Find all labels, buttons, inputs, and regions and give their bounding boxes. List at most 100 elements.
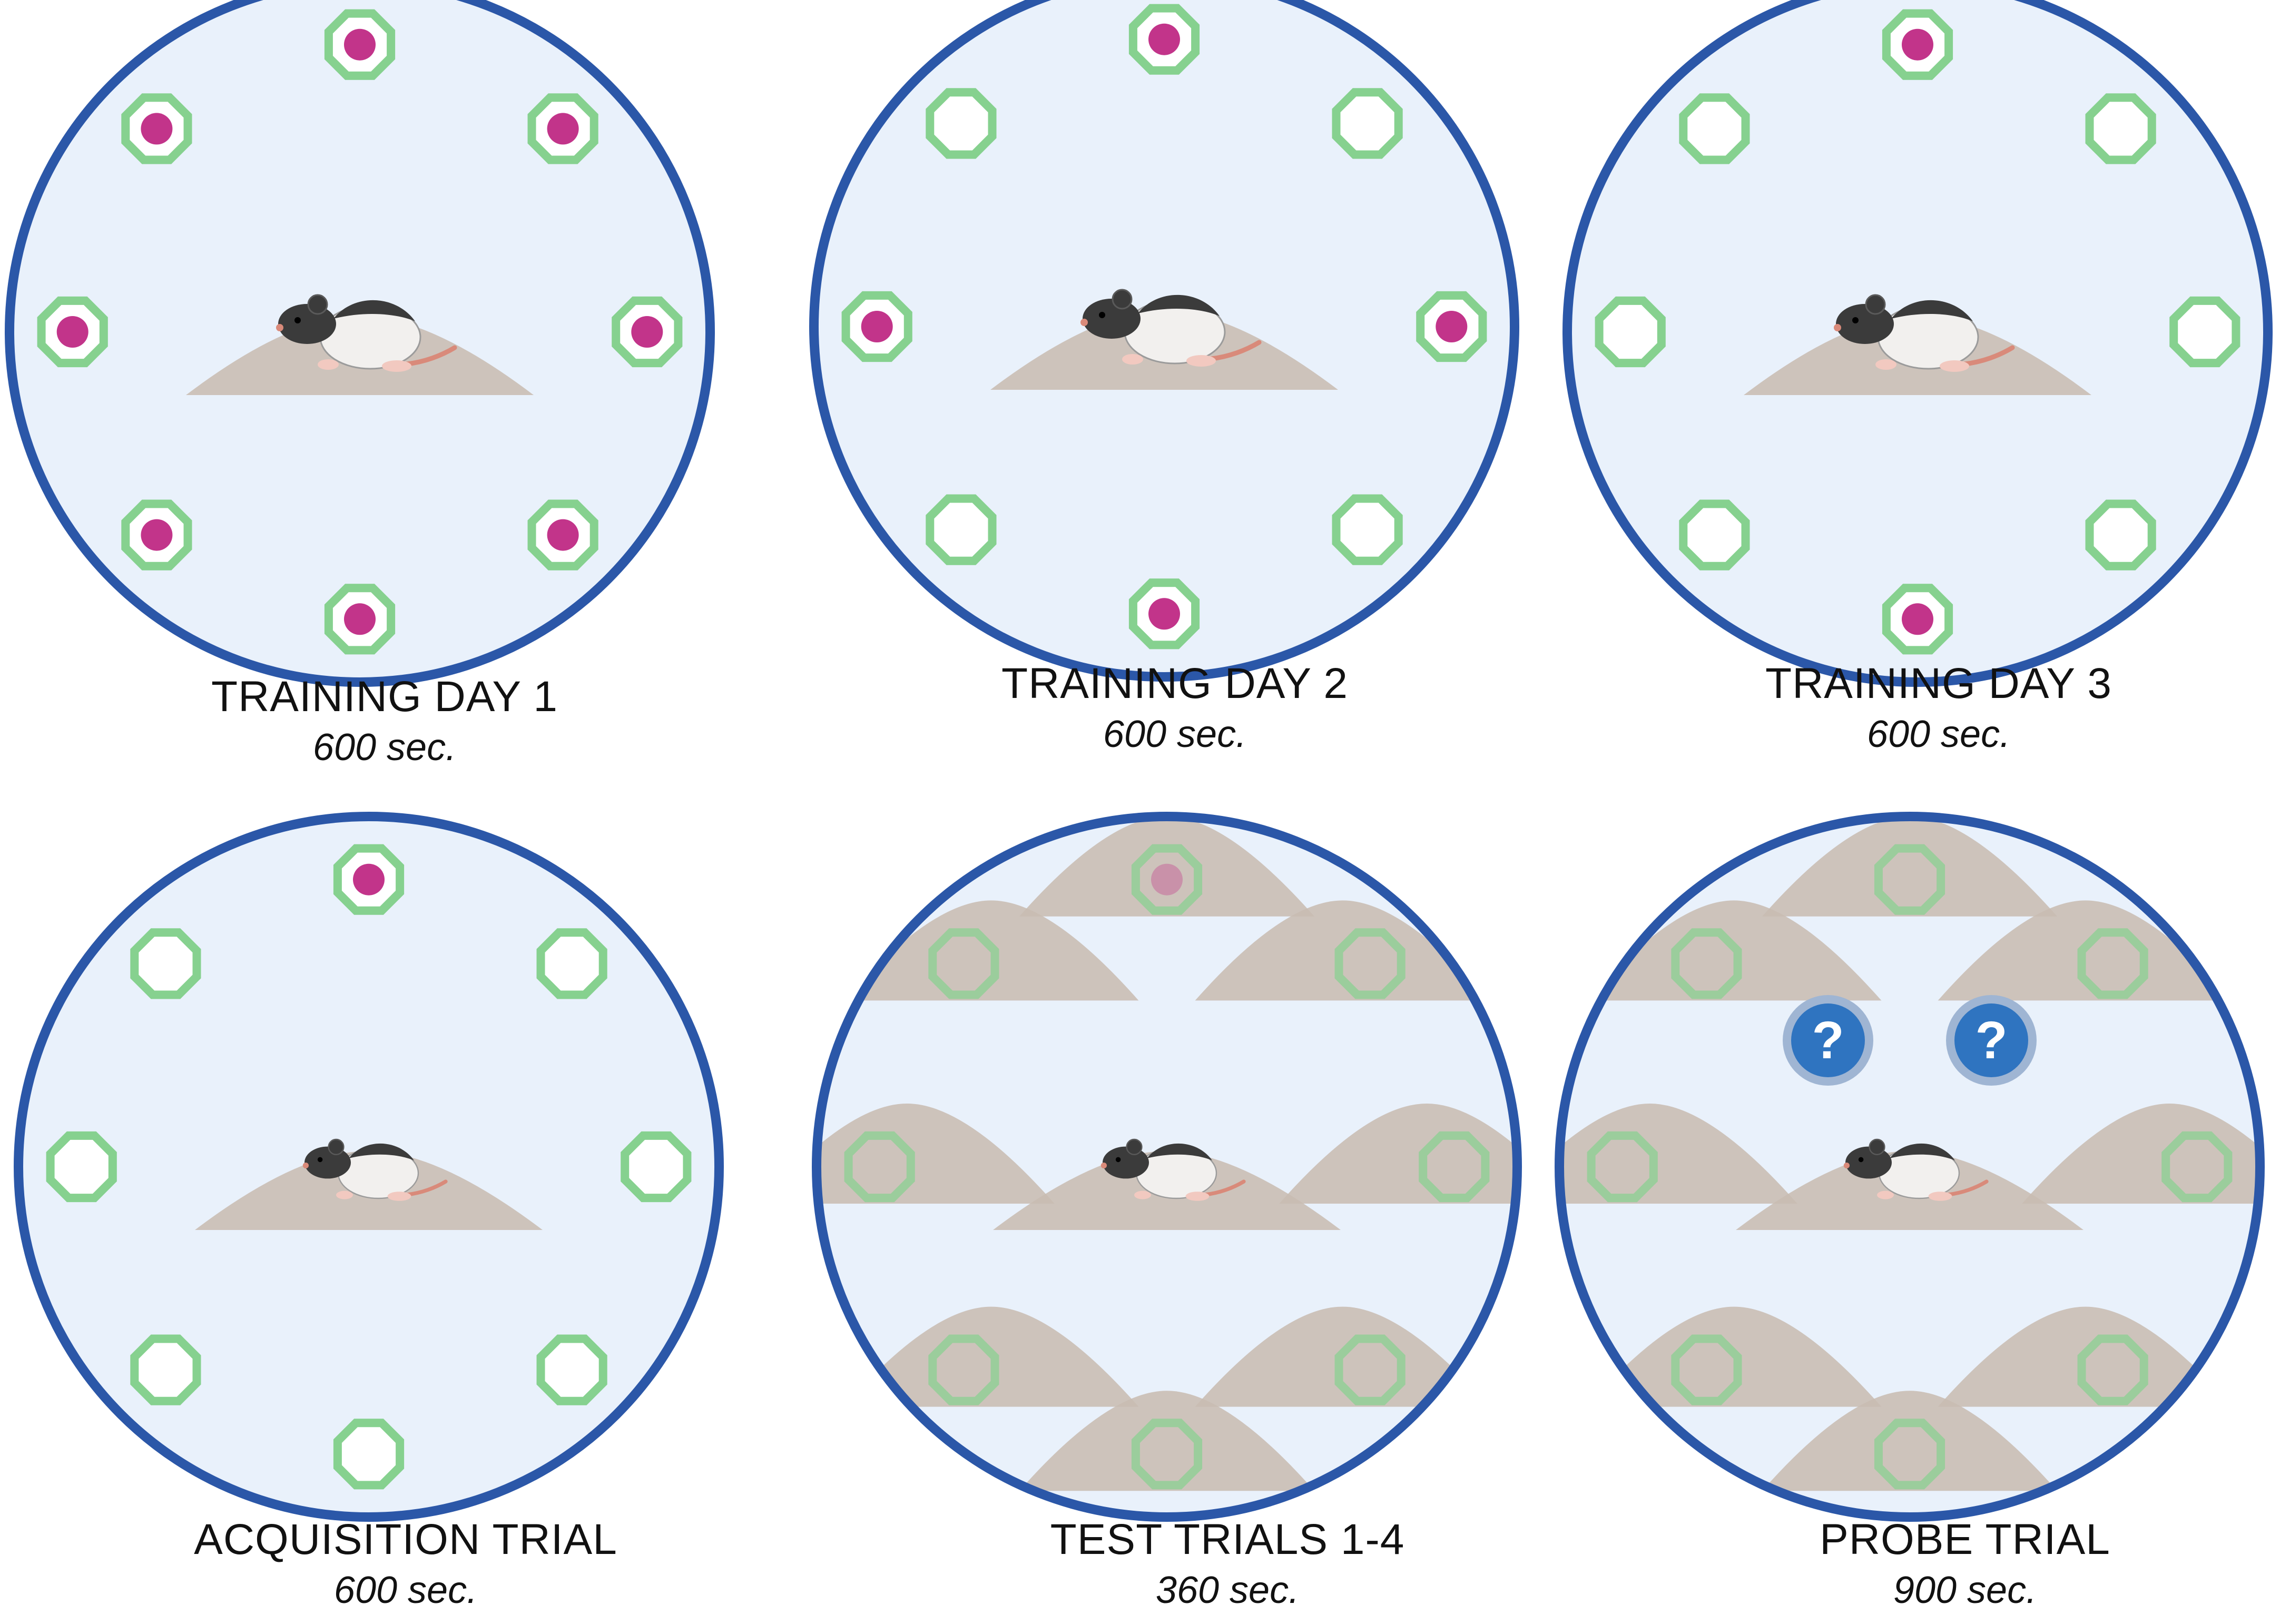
bait-dot-icon [547, 519, 579, 551]
octagon-well-icon [2085, 499, 2156, 570]
sand-mound-icon [1019, 1391, 1314, 1491]
well-ring [1128, 4, 1200, 75]
bait-dot-icon [631, 316, 663, 348]
rat-paw [336, 1190, 353, 1199]
rat-nose [1834, 324, 1841, 331]
well-inner [2092, 507, 2149, 564]
octagon-well-icon [324, 9, 396, 80]
octagon-well-icon [130, 1334, 201, 1405]
well-ring [121, 93, 192, 164]
bait-dot-icon [1148, 23, 1180, 55]
panel-duration: 360 sec. [1155, 1569, 1300, 1611]
well-ring [2085, 93, 2156, 164]
arena-contents [1595, 9, 2240, 655]
well-ring [2161, 1131, 2233, 1203]
octagon-well-icon [2077, 928, 2148, 999]
octagon-well-icon [1334, 928, 1406, 999]
octagon-well-icon [928, 1334, 999, 1405]
well-ring [2169, 296, 2240, 368]
well-inner [137, 935, 194, 992]
panel-title: TEST TRIALS 1-4 [1050, 1515, 1405, 1563]
octagon-well-icon [333, 1419, 405, 1490]
rat-paw [1875, 359, 1896, 370]
arena-contents [821, 821, 1513, 1491]
octagon-well-icon [130, 928, 201, 999]
bait-dot-icon [861, 311, 893, 342]
panel-title: TRAINING DAY 2 [1001, 660, 1348, 707]
arena-wall [809, 0, 1519, 682]
bait-dot-icon [141, 113, 173, 145]
rat-eye [1858, 1157, 1864, 1163]
bait-dot-icon [547, 113, 579, 145]
octagon-well-icon [1671, 928, 1742, 999]
arena-panel [14, 812, 724, 1522]
well-inner [53, 1138, 110, 1195]
rat-paw [318, 359, 339, 370]
well-ring [926, 494, 997, 565]
octagon-well-icon [536, 1334, 607, 1405]
rat-head [1845, 1146, 1892, 1179]
well-ring [1131, 844, 1203, 915]
well-ring [121, 499, 192, 570]
rat-icon [302, 1138, 448, 1201]
bait-dot-icon [1902, 28, 1933, 61]
sand-mound-icon [1019, 821, 1314, 917]
well-inner [1686, 100, 1743, 157]
well-ring [841, 291, 912, 362]
rat-foot [1186, 355, 1216, 367]
octagon-well-icon [2169, 296, 2240, 368]
octagon-well-icon [121, 93, 192, 164]
panel-label-4: ACQUISITION TRIAL 600 sec. [63, 1514, 748, 1616]
rat-head [304, 1146, 351, 1179]
octagon-well-icon [527, 499, 598, 570]
well-ring [130, 928, 201, 999]
rat-eye [1852, 317, 1859, 323]
octagon-well-icon [621, 1131, 692, 1203]
well-ring [1595, 296, 1666, 368]
well-ring [1874, 844, 1945, 915]
bait-dot-icon [1436, 311, 1468, 342]
well-inner [1686, 507, 1743, 564]
arena-contents [37, 9, 683, 655]
well-ring [926, 88, 997, 159]
well-inner [2092, 100, 2149, 157]
octagon-well-icon [926, 88, 997, 159]
well-inner [340, 1425, 397, 1482]
arena-wall [812, 812, 1522, 1522]
bait-dot-icon [1902, 603, 1933, 635]
well-inner [544, 935, 601, 992]
rat-foot [387, 1192, 411, 1201]
panel-label-2: TRAINING DAY 2 600 sec. [832, 658, 1517, 760]
octagon-well-icon [1671, 1334, 1742, 1405]
rat-nose [302, 1163, 309, 1169]
well-ring [130, 1334, 201, 1405]
rat-back-patch [349, 1143, 414, 1160]
arena-panel [809, 0, 1519, 682]
well-ring [46, 1131, 117, 1203]
rat-eye [1115, 1157, 1121, 1163]
rat-icon [1834, 294, 2015, 372]
rat-nose [1100, 1163, 1107, 1169]
question-badge [1954, 1003, 2028, 1077]
rat-back-patch [1891, 300, 1973, 321]
panel-title: ACQUISITION TRIAL [194, 1515, 617, 1563]
octagon-well-icon [1874, 1419, 1945, 1490]
well-ring [621, 1131, 692, 1203]
octagon-well-icon [1128, 4, 1200, 75]
octagon-well-icon [1595, 296, 1666, 368]
well-ring [527, 93, 598, 164]
panel-label-3: TRAINING DAY 3 600 sec. [1596, 658, 2280, 760]
panel-label-1: TRAINING DAY 1 600 sec. [42, 672, 727, 773]
octagon-well-icon [1334, 1334, 1406, 1405]
well-ring [1587, 1131, 1658, 1203]
octagon-well-icon [1882, 584, 1953, 655]
rat-head [1836, 304, 1894, 344]
well-inner [2176, 303, 2233, 360]
octagon-well-icon [324, 584, 396, 655]
panel-duration: 600 sec. [1866, 713, 2011, 755]
well-ring [1679, 93, 1750, 164]
arena-wall [14, 812, 724, 1522]
rat-ear [1865, 294, 1886, 315]
octagon-well-icon [37, 296, 108, 368]
